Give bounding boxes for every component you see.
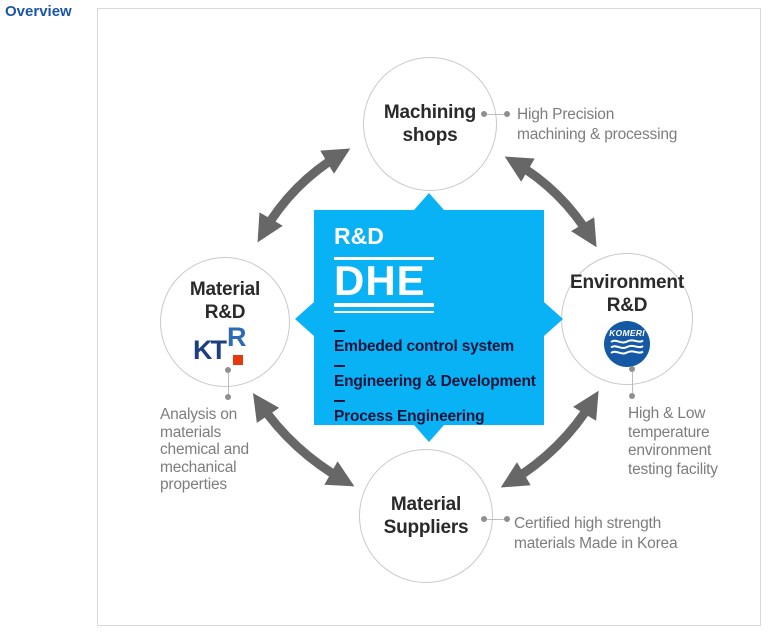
leader-dot <box>629 393 635 399</box>
node-title: Environment R&D <box>570 272 684 316</box>
arrow-machining-environment <box>504 156 597 248</box>
ktr-red-square <box>233 354 243 365</box>
list-item: Engineering & Development <box>334 365 544 391</box>
arrow-environment-suppliers <box>500 390 599 488</box>
pointer-triangle-left <box>295 302 314 336</box>
dhe-logo: DHE <box>334 257 426 304</box>
leader-dot <box>225 367 231 373</box>
annotation-suppliers: Certified high strength materials Made i… <box>514 515 678 552</box>
leader-suppliers <box>481 516 510 522</box>
rnd-kicker: R&D <box>334 223 384 249</box>
leader-line <box>227 373 229 394</box>
pointer-triangle-top <box>414 193 444 210</box>
leader-dot <box>504 516 510 522</box>
dhe-logo-rule <box>334 303 434 307</box>
pointer-triangle-right <box>544 302 563 336</box>
leader-line <box>631 372 633 393</box>
dhe-logo-rule <box>334 257 434 260</box>
leader-dot <box>481 111 487 117</box>
node-material-suppliers: Material Suppliers <box>359 449 493 583</box>
node-material-rnd: Material R&D KT R <box>160 257 290 387</box>
list-item: Process Engineering <box>334 400 544 426</box>
cycle-arrows <box>252 148 599 488</box>
rnd-capability-list: Embeded control system Engineering & Dev… <box>334 330 544 426</box>
node-environment-rnd: Environment R&D KOMERI <box>561 253 693 385</box>
dash-bullet <box>334 400 345 402</box>
leader-dot <box>225 394 231 400</box>
page-title: Overview <box>5 3 72 20</box>
annotation-machining: High Precision machining & processing <box>517 106 678 143</box>
node-title: Material Suppliers <box>383 494 469 538</box>
leader-dot <box>504 111 510 117</box>
leader-dot <box>481 516 487 522</box>
leader-dot <box>629 366 635 372</box>
center-box-dhe-rnd: R&D DHE Embeded control system Engineeri… <box>314 210 544 425</box>
komeri-waves <box>610 339 644 355</box>
arrow-material-suppliers <box>252 393 355 487</box>
node-title: Material R&D <box>189 278 261 323</box>
dash-bullet <box>334 365 345 367</box>
node-title: Machining shops <box>383 102 477 146</box>
annotation-environment: High & Low temperature environment testi… <box>628 405 718 478</box>
leader-line <box>487 113 504 115</box>
node-machining-shops: Machining shops <box>363 57 497 191</box>
leader-environment <box>629 366 635 399</box>
leader-line <box>487 518 504 520</box>
diagram-panel: R&D DHE Embeded control system Engineeri… <box>97 8 761 626</box>
pointer-triangle-bottom <box>414 425 444 442</box>
ktr-logo: KT R <box>193 321 247 365</box>
leader-material-rnd <box>225 367 231 400</box>
leader-machining <box>481 111 510 117</box>
arrow-material-machining <box>257 148 351 243</box>
komeri-logo: KOMERI <box>604 321 650 367</box>
list-item: Embeded control system <box>334 330 544 356</box>
annotation-material-rnd: Analysis on materials chemical and mecha… <box>160 406 249 493</box>
dash-bullet <box>334 330 345 332</box>
dhe-logo-rule <box>334 311 434 313</box>
